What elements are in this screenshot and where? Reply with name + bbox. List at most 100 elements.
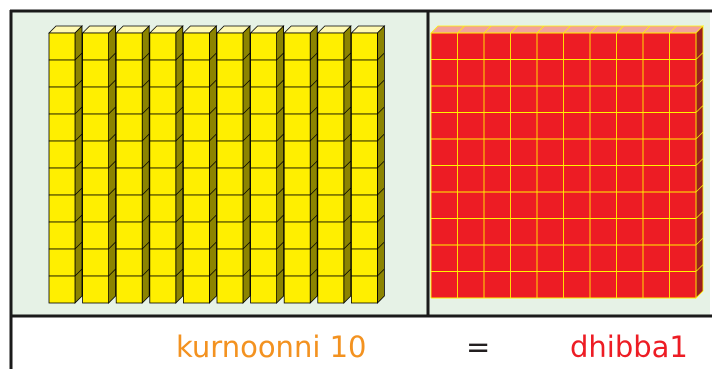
- unit-cube: [351, 114, 377, 141]
- unit-cube: [351, 168, 377, 195]
- unit-cube: [83, 141, 109, 168]
- unit-cube: [351, 249, 377, 276]
- ten-rods-group: [49, 26, 384, 303]
- unit-cube: [318, 249, 344, 276]
- unit-cube: [116, 141, 142, 168]
- unit-cube: [183, 141, 209, 168]
- unit-cube: [150, 249, 176, 276]
- unit-cube: [284, 141, 310, 168]
- unit-cube: [116, 114, 142, 141]
- unit-cube: [318, 87, 344, 114]
- unit-cube: [217, 114, 243, 141]
- unit-cube: [116, 87, 142, 114]
- unit-cube: [251, 222, 277, 249]
- ten-rod: [83, 26, 116, 303]
- unit-cube: [351, 276, 377, 303]
- unit-cube: [83, 33, 109, 60]
- unit-cube: [150, 222, 176, 249]
- unit-cube: [318, 60, 344, 87]
- unit-cube: [318, 276, 344, 303]
- unit-cube: [183, 60, 209, 87]
- unit-cube: [150, 33, 176, 60]
- unit-cube: [183, 222, 209, 249]
- unit-cube: [49, 60, 75, 87]
- unit-cube: [49, 114, 75, 141]
- unit-cube: [284, 114, 310, 141]
- ten-rod: [150, 26, 183, 303]
- equation-right-label: dhibba1: [570, 330, 688, 364]
- unit-cube: [217, 33, 243, 60]
- unit-cube: [217, 141, 243, 168]
- unit-cube: [150, 168, 176, 195]
- unit-cube: [49, 141, 75, 168]
- unit-cube: [284, 249, 310, 276]
- unit-cube: [351, 87, 377, 114]
- unit-cube: [116, 249, 142, 276]
- unit-cube: [116, 195, 142, 222]
- unit-cube: [150, 276, 176, 303]
- unit-cube: [150, 87, 176, 114]
- unit-cube: [49, 195, 75, 222]
- unit-cube: [217, 249, 243, 276]
- unit-cube: [49, 33, 75, 60]
- unit-cube: [251, 87, 277, 114]
- unit-cube: [83, 114, 109, 141]
- unit-cube: [83, 168, 109, 195]
- unit-cube: [217, 195, 243, 222]
- unit-cube: [116, 168, 142, 195]
- equation-left-label: kurnoonni 10: [176, 330, 367, 364]
- unit-cube: [251, 33, 277, 60]
- unit-cube: [49, 168, 75, 195]
- unit-cube: [49, 222, 75, 249]
- unit-cube: [116, 60, 142, 87]
- unit-cube: [49, 276, 75, 303]
- unit-cube: [49, 87, 75, 114]
- unit-cube: [183, 276, 209, 303]
- unit-cube: [116, 33, 142, 60]
- unit-cube: [251, 141, 277, 168]
- ten-rod: [251, 26, 284, 303]
- unit-cube: [318, 114, 344, 141]
- unit-cube: [150, 114, 176, 141]
- ten-rod: [49, 26, 82, 303]
- ten-rod: [284, 26, 317, 303]
- unit-cube: [351, 141, 377, 168]
- equation-operator: =: [466, 330, 490, 364]
- unit-cube: [251, 195, 277, 222]
- unit-cube: [150, 60, 176, 87]
- ten-rod: [217, 26, 250, 303]
- ten-rod: [116, 26, 149, 303]
- unit-cube: [183, 114, 209, 141]
- unit-cube: [351, 33, 377, 60]
- unit-cube: [150, 141, 176, 168]
- unit-cube: [318, 222, 344, 249]
- ten-rod: [318, 26, 351, 303]
- unit-cube: [183, 168, 209, 195]
- unit-cube: [318, 141, 344, 168]
- unit-cube: [217, 168, 243, 195]
- unit-cube: [251, 114, 277, 141]
- unit-cube: [83, 60, 109, 87]
- unit-cube: [116, 276, 142, 303]
- unit-cube: [183, 87, 209, 114]
- unit-cube: [150, 195, 176, 222]
- unit-cube: [318, 168, 344, 195]
- unit-cube: [284, 222, 310, 249]
- ten-rod: [183, 26, 216, 303]
- unit-cube: [83, 222, 109, 249]
- unit-cube: [217, 87, 243, 114]
- unit-cube: [318, 195, 344, 222]
- unit-cube: [83, 249, 109, 276]
- unit-cube: [251, 249, 277, 276]
- unit-cube: [284, 168, 310, 195]
- unit-cube: [183, 249, 209, 276]
- unit-cube: [217, 276, 243, 303]
- ten-rod: [351, 26, 384, 303]
- unit-cube: [217, 60, 243, 87]
- unit-cube: [217, 222, 243, 249]
- unit-cube: [83, 195, 109, 222]
- unit-cube: [49, 249, 75, 276]
- hundred-flat-group: [431, 26, 703, 298]
